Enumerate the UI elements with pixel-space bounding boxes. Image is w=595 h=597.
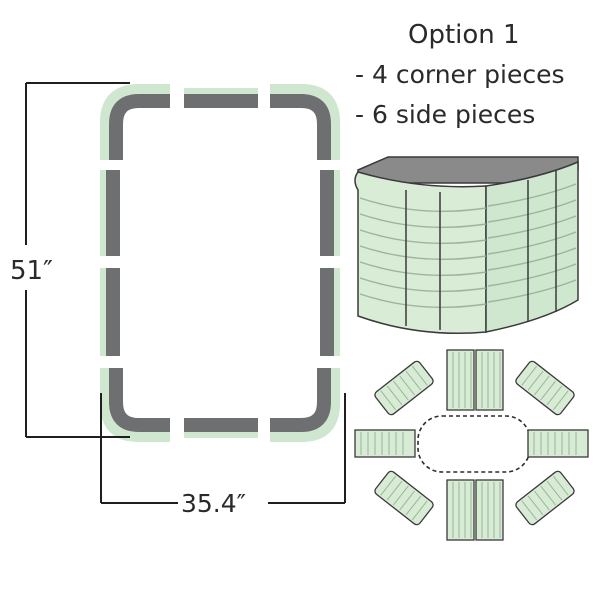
panel-bottom-left-upright (446, 479, 475, 541)
panel-top-left-upright (446, 349, 475, 411)
panel-left-horizontal (354, 429, 416, 458)
height-label: 51″ (10, 256, 53, 286)
corner-panel-top-right (515, 360, 575, 416)
panel-bottom-right-upright (475, 479, 504, 541)
assembled-bed-illustration (354, 156, 579, 334)
bullet-side-pieces: - 6 side pieces (355, 100, 535, 129)
corner-panel-top-left (374, 360, 434, 416)
height-dimension (25, 82, 130, 438)
width-label: 35.4″ (181, 489, 246, 518)
footprint-outline (417, 415, 531, 473)
option-title: Option 1 (408, 20, 520, 50)
corner-panel-bottom-right (515, 470, 575, 526)
exploded-parts (354, 349, 589, 541)
panel-right-horizontal (527, 429, 589, 458)
width-dimension (100, 393, 346, 504)
top-view-frame (100, 84, 340, 442)
bullet-corner-pieces: - 4 corner pieces (355, 60, 565, 89)
panel-top-right-upright (475, 349, 504, 411)
corner-panel-bottom-left (374, 470, 434, 526)
